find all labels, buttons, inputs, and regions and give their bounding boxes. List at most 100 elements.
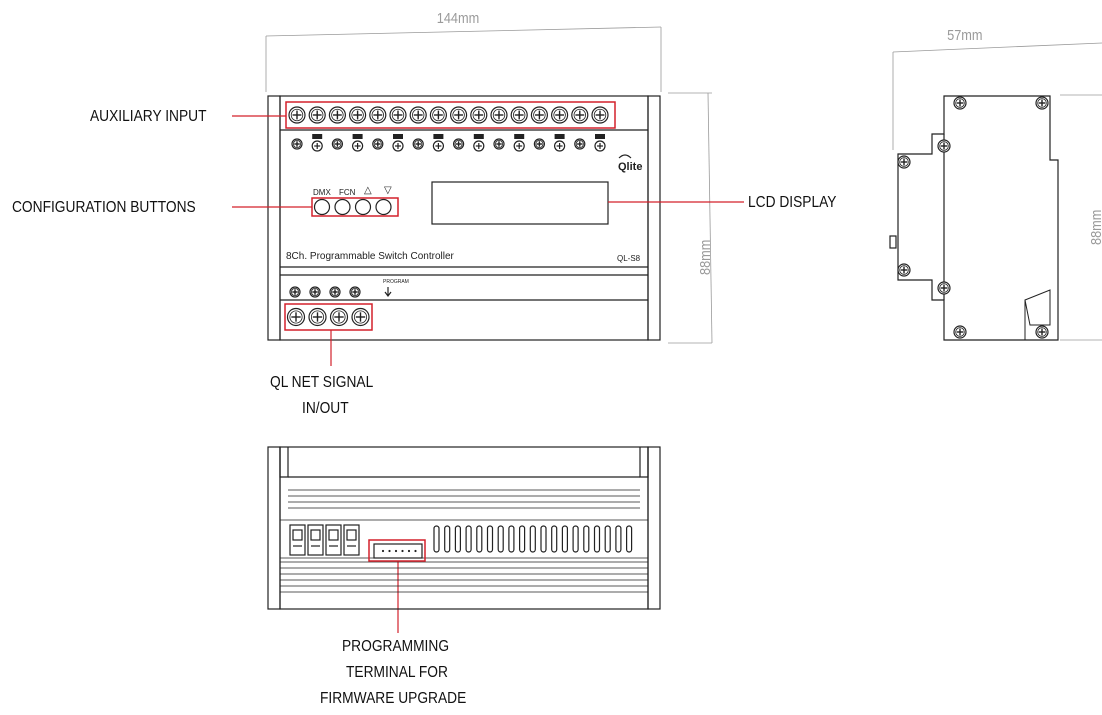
relay-terminal [513, 134, 525, 152]
aux-terminal-screw [308, 106, 326, 124]
auxiliary-input-terminals [288, 106, 609, 124]
button-label-up: △ [364, 185, 372, 196]
aux-terminal-screw [490, 106, 508, 124]
callout-ql-net-line1: QL NET SIGNAL [270, 374, 374, 391]
aux-terminal-screw [349, 106, 367, 124]
ql-net-small-terminal [349, 286, 361, 298]
vent-slot [486, 525, 494, 553]
device-title: 8Ch. Programmable Switch Controller [286, 251, 454, 262]
vent-slot [572, 525, 579, 553]
device-body [279, 95, 649, 341]
side-screw [937, 281, 951, 295]
relay-terminal [493, 138, 505, 150]
programming-terminal-highlight [368, 539, 426, 562]
programming-pin [394, 549, 398, 553]
relay-terminal [311, 134, 323, 152]
brand-logo-text: Qlite [618, 161, 643, 173]
relay-terminal [594, 134, 606, 152]
aux-terminal-screw [429, 106, 447, 124]
callout-ql-net-line2: IN/OUT [302, 400, 349, 417]
relay-terminal [412, 138, 424, 150]
ql-net-terminal-screw [286, 307, 306, 327]
programming-pin [407, 549, 411, 553]
side-profile [897, 95, 1059, 341]
vent-slot [444, 525, 451, 553]
side-screw [897, 263, 911, 277]
button-label-fcn: FCN [339, 188, 356, 197]
dimension-width-side [892, 42, 1102, 150]
vent-slot [551, 525, 558, 553]
vent-slot [529, 525, 536, 553]
relay-terminal [453, 138, 465, 150]
programming-pin [388, 549, 391, 553]
aux-terminal-screw [550, 106, 569, 124]
vent-slot [508, 525, 515, 553]
vent-slot [476, 525, 483, 553]
button-label-dmx: DMX [313, 188, 331, 197]
lcd-display [431, 181, 609, 225]
side-screw [897, 155, 911, 169]
front-view [232, 26, 744, 633]
programming-terminal [373, 543, 423, 559]
config-button [313, 198, 331, 216]
side-screw [1035, 96, 1049, 110]
aux-terminal-screw [530, 106, 549, 124]
aux-terminal-screw [409, 106, 427, 124]
program-arrow-icon [384, 287, 392, 297]
relay-terminal [372, 138, 384, 150]
relay-terminal [432, 134, 444, 152]
button-label-down: ▽ [384, 185, 392, 196]
ql-net-small-terminal [289, 286, 301, 298]
ql-net-terminals [286, 307, 370, 327]
vent-slot [540, 525, 547, 553]
relay-terminal [331, 138, 343, 150]
bottom-view [267, 446, 661, 610]
relay-terminal [533, 138, 546, 150]
relay-output-terminals [291, 134, 632, 159]
ql-net-terminal-screw [351, 307, 370, 327]
ql-net-small-terminal [329, 286, 341, 298]
bottom-switch [289, 524, 306, 556]
relay-terminal [392, 134, 404, 152]
side-screws [897, 96, 1049, 339]
dimension-label-width-side: 57mm [947, 27, 983, 44]
ql-net-highlight [284, 303, 373, 331]
aux-terminal-screw [369, 106, 387, 124]
aux-terminal-screw [470, 106, 488, 124]
ql-net-connector-icons [289, 286, 392, 298]
programming-pins [381, 549, 417, 553]
config-button [334, 198, 351, 216]
vent-slot [561, 525, 569, 553]
bottom-switch [307, 524, 324, 556]
relay-terminal [473, 134, 485, 152]
aux-terminal-screw [328, 106, 346, 124]
programming-pin [381, 549, 385, 553]
vent-slot [593, 525, 601, 553]
aux-terminal-screw [571, 106, 589, 124]
vent-slot [518, 525, 526, 553]
bottom-switch [343, 524, 360, 556]
right-rail [647, 95, 661, 341]
brand-logo-mark [618, 154, 632, 159]
vent-slot [604, 525, 611, 553]
dimension-label-height-side: 88mm [1088, 209, 1102, 245]
vent-slot [625, 525, 633, 553]
callout-programming-line1: PROGRAMMING [342, 638, 450, 655]
side-screw [953, 325, 967, 339]
config-button [375, 198, 392, 216]
callout-auxiliary-input: AUXILIARY INPUT [90, 108, 207, 125]
ql-net-terminal-screw [329, 307, 349, 327]
aux-terminal-screw [591, 106, 609, 124]
configuration-buttons [313, 198, 392, 216]
side-screw [953, 96, 967, 110]
ql-net-terminal-screw [308, 307, 327, 327]
vent-slot [454, 525, 461, 553]
bottom-switch [325, 524, 342, 556]
programming-pin [414, 549, 417, 553]
relay-terminal [352, 134, 364, 152]
bottom-ribs [280, 489, 648, 593]
callout-leaders [232, 115, 744, 633]
relay-terminal [574, 138, 586, 150]
vent-slot [583, 525, 590, 553]
dimension-height-front [668, 92, 713, 344]
